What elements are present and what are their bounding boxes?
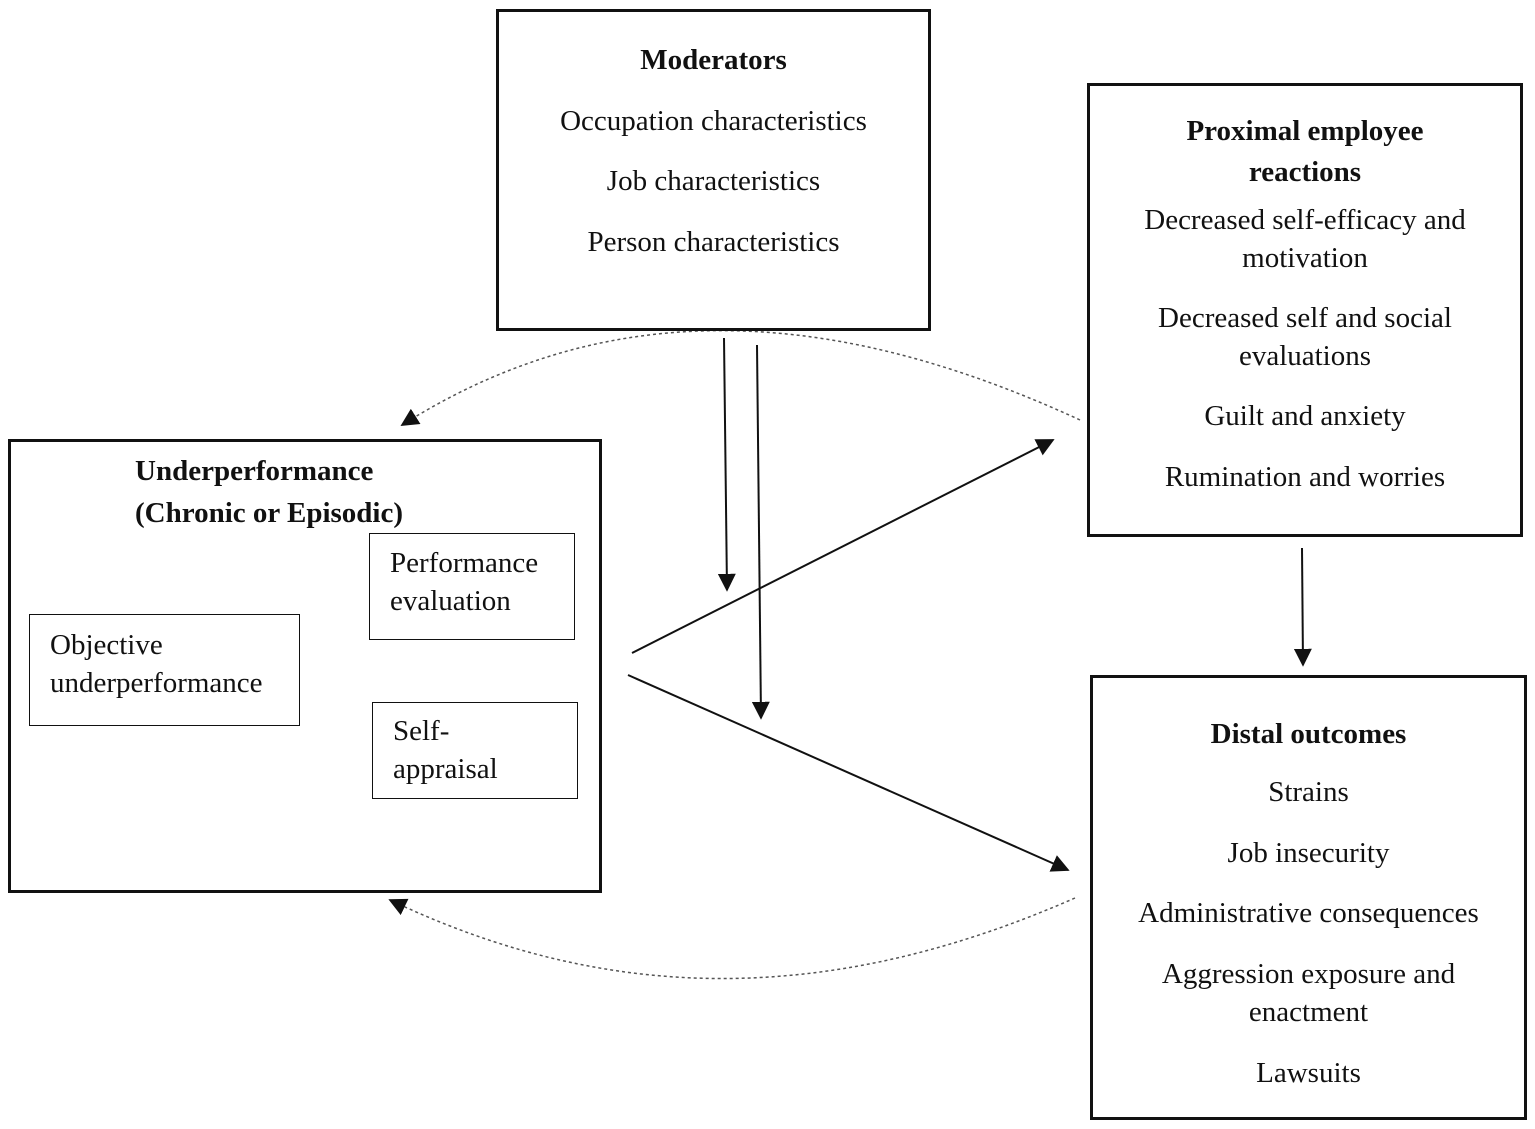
- self-appraisal-label: Self-: [393, 715, 450, 747]
- moderator-item: Job characteristics: [606, 165, 821, 197]
- distal-item: Job insecurity: [1227, 837, 1390, 869]
- moderators-title: Moderators: [640, 44, 787, 76]
- moderator-arrow-to-distal-path: [751, 344, 770, 720]
- underperformance-title: Underperformance: [135, 455, 374, 487]
- feedback-arrow-distal-to-underperformance: [388, 897, 1076, 980]
- arrow-proximal-to-distal: [1293, 547, 1312, 667]
- moderator-arrow-to-proximal-path: [717, 337, 736, 592]
- objective-label: underperformance: [50, 667, 263, 699]
- underperformance-subtitle: (Chronic or Episodic): [135, 497, 404, 529]
- proximal-item: Decreased self-efficacy and: [1144, 204, 1466, 236]
- distal-item: Strains: [1268, 776, 1349, 808]
- distal-title: Distal outcomes: [1210, 718, 1407, 750]
- proximal-title: reactions: [1248, 156, 1362, 188]
- distal-item: Aggression exposure and: [1161, 958, 1456, 990]
- arrow-underperformance-to-distal: [627, 674, 1070, 872]
- moderators-box: Moderators Occupation characteristics Jo…: [496, 9, 931, 331]
- feedback-arrow-proximal-to-underperformance: [400, 329, 1081, 426]
- objective-underperformance-box: Objective underperformance: [29, 614, 300, 726]
- distal-outcomes-box: Distal outcomes Strains Job insecurity A…: [1090, 675, 1527, 1120]
- proximal-item: Decreased self and social: [1158, 302, 1452, 334]
- distal-item: enactment: [1248, 996, 1369, 1028]
- distal-item: Lawsuits: [1256, 1057, 1361, 1089]
- proximal-item: Guilt and anxiety: [1204, 400, 1406, 432]
- arrow-underperformance-to-proximal: [631, 439, 1055, 654]
- moderator-item: Person characteristics: [587, 226, 840, 258]
- self-appraisal-box: Self- appraisal: [372, 702, 578, 799]
- proximal-item: motivation: [1242, 242, 1368, 274]
- performance-evaluation-label: Performance: [390, 547, 539, 579]
- performance-evaluation-label: evaluation: [390, 585, 511, 617]
- distal-item: Administrative consequences: [1138, 897, 1479, 929]
- proximal-item: Rumination and worries: [1164, 461, 1446, 493]
- self-appraisal-label: appraisal: [393, 753, 498, 785]
- objective-label: Objective: [50, 629, 163, 661]
- moderator-item: Occupation characteristics: [560, 105, 867, 137]
- performance-evaluation-box: Performance evaluation: [369, 533, 575, 640]
- proximal-title: Proximal employee: [1186, 115, 1424, 147]
- proximal-reactions-box: Proximal employee reactions Decreased se…: [1087, 83, 1523, 537]
- proximal-item: evaluations: [1238, 340, 1372, 372]
